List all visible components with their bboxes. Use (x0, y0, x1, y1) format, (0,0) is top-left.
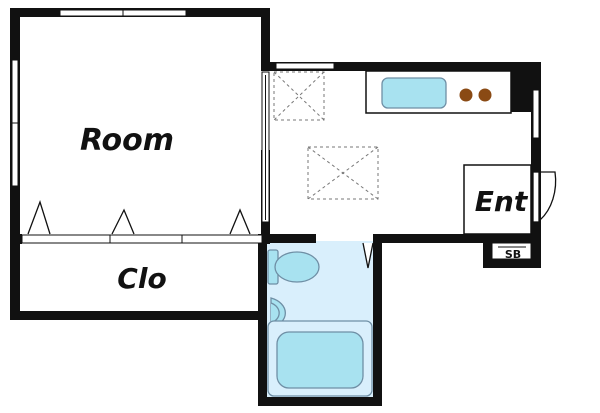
stove-burner-right (478, 88, 492, 102)
entrance-area (463, 164, 532, 235)
toilet (267, 249, 320, 285)
room-label: Room (80, 123, 174, 158)
bathtub (267, 320, 373, 397)
closet-label: Clo (117, 262, 166, 295)
entrance-label: Ent (475, 185, 529, 218)
closet-doors (21, 234, 263, 244)
kitchen-sink (381, 77, 447, 109)
bathroom-door-mark (362, 242, 374, 269)
ceiling-hatches (273, 71, 379, 200)
stove-burner-left (459, 88, 473, 102)
shoe-box-label: SB (505, 248, 521, 261)
windows (11, 9, 540, 187)
entrance-door (532, 171, 557, 223)
closet-door-marks (27, 199, 251, 235)
